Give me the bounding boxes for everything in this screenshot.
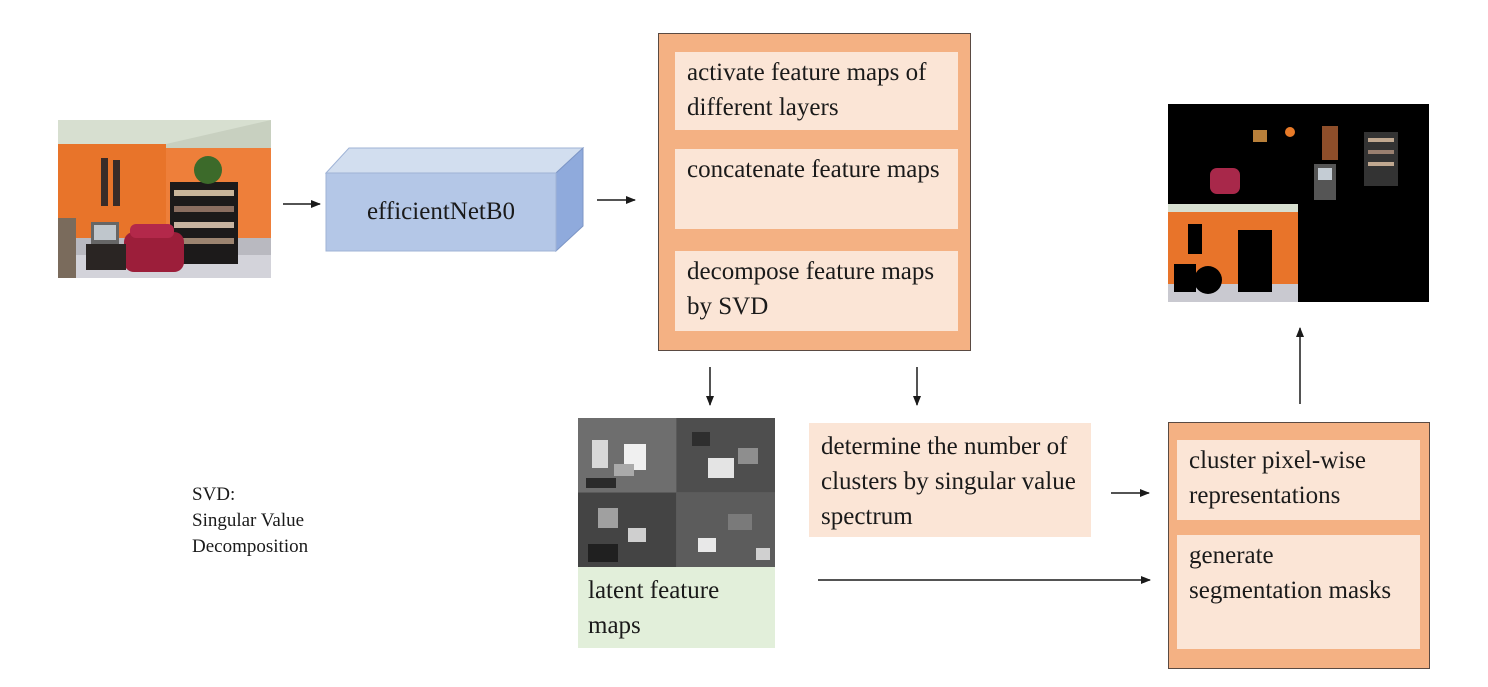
step-cluster-pixel-representations: cluster pixel-wise representations xyxy=(1177,440,1420,520)
note-line: Decomposition xyxy=(192,536,309,557)
svd-abbreviation-note: SVD: Singular Value Decomposition xyxy=(192,482,308,560)
latent-feature-maps-image xyxy=(578,418,775,567)
latent-feature-maps-label: latent feature maps xyxy=(578,567,775,648)
note-line: SVD: xyxy=(192,484,236,505)
backbone-label: efficientNetB0 xyxy=(366,198,516,225)
note-line: Singular Value xyxy=(192,510,305,531)
step-determine-clusters: determine the number of clusters by sing… xyxy=(809,423,1091,537)
backbone-block xyxy=(325,147,585,252)
step-concatenate-feature-maps: concatenate feature maps xyxy=(675,149,958,229)
input-room-image xyxy=(58,120,271,278)
step-decompose-svd: decompose feature maps by SVD xyxy=(675,251,958,331)
output-segmentation-image xyxy=(1168,104,1429,302)
step-activate-feature-maps: activate feature maps of different layer… xyxy=(675,52,958,130)
step-generate-segmentation-masks: generate segmentation masks xyxy=(1177,535,1420,649)
